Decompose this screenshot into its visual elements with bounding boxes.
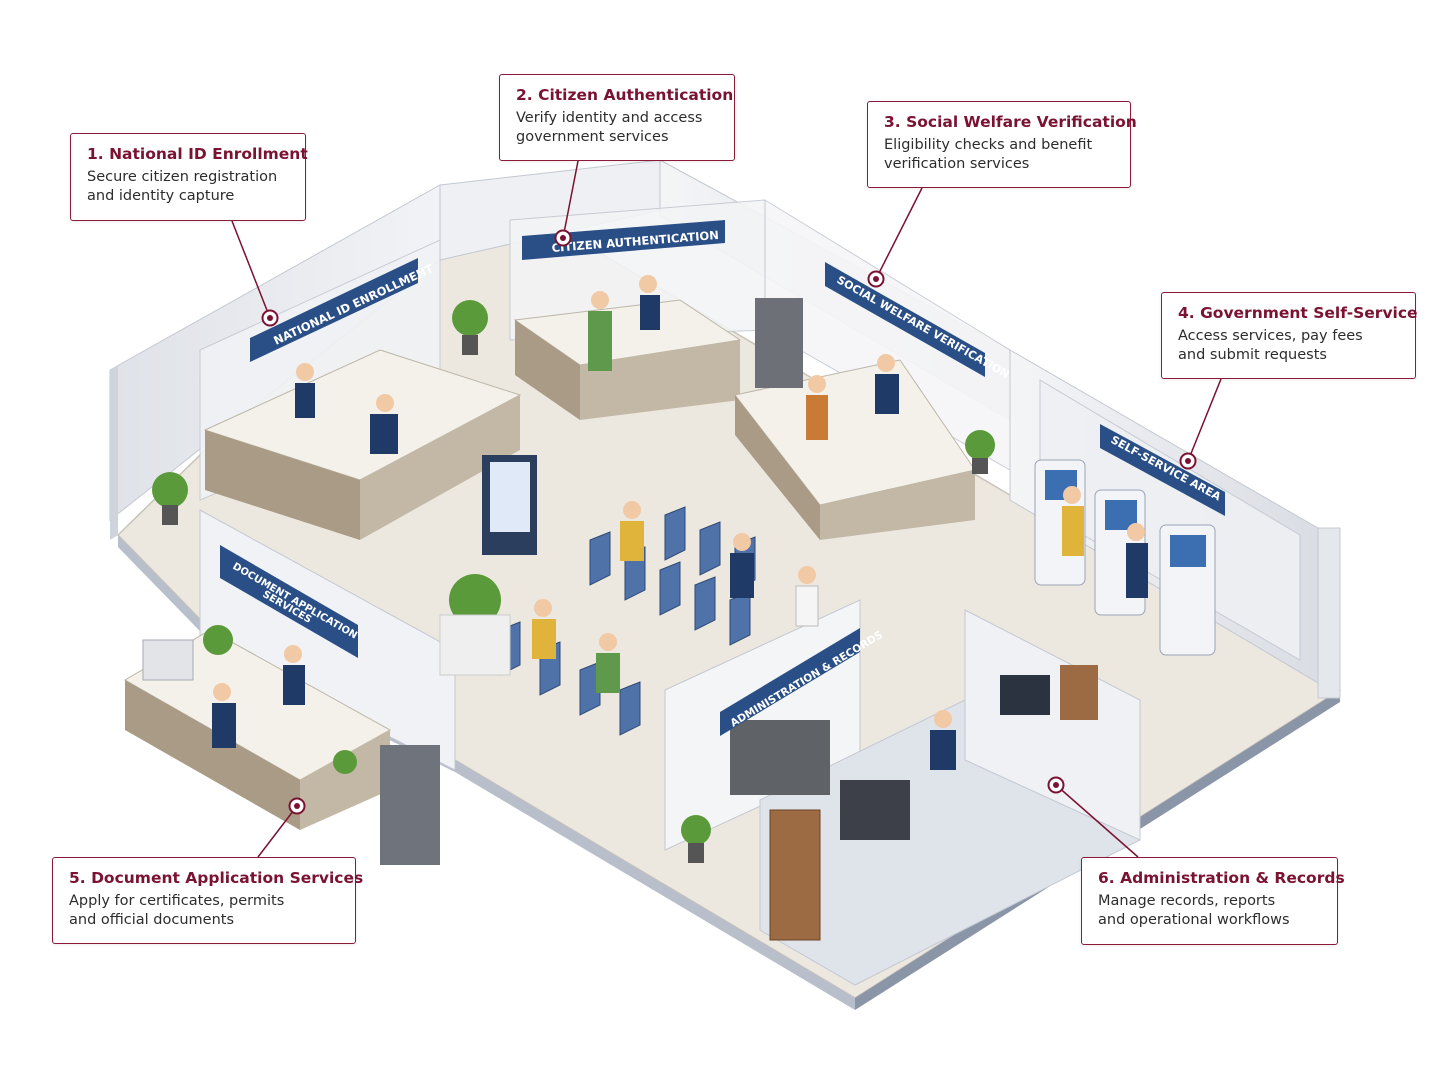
plants [152, 300, 995, 863]
callout-document-application-services: 5. Document Application Services Apply f… [52, 857, 364, 944]
self-service-kiosks [482, 455, 1216, 656]
callout-national-id-enrollment: 1. National ID Enrollment Secure citizen… [70, 133, 308, 221]
callout-title: 3. Social Welfare Verification [884, 113, 1137, 131]
waiting-chairs [499, 506, 756, 736]
marker-2 [554, 229, 572, 247]
callout-social-welfare-verification: 3. Social Welfare Verification Eligibili… [867, 101, 1137, 188]
admin-equipment [142, 298, 1098, 941]
callout-administration-records: 6. Administration & Records Manage recor… [1081, 857, 1345, 945]
callout-citizen-authentication: 2. Citizen Authentication Verify identit… [499, 74, 735, 161]
callout-title: 6. Administration & Records [1098, 869, 1345, 887]
marker-3 [867, 270, 885, 288]
callout-leaders [231, 160, 1222, 858]
marker-4 [1179, 452, 1197, 470]
marker-5 [288, 797, 306, 815]
callout-markers [261, 229, 1197, 815]
callout-title: 4. Government Self-Service [1178, 304, 1418, 322]
callout-title: 2. Citizen Authentication [516, 86, 734, 104]
callout-government-self-service: 4. Government Self-Service Access servic… [1161, 292, 1418, 379]
marker-1 [261, 309, 279, 327]
callout-title: 1. National ID Enrollment [87, 145, 308, 163]
marker-6 [1047, 776, 1065, 794]
people [212, 275, 1148, 770]
callout-title: 5. Document Application Services [69, 869, 364, 887]
